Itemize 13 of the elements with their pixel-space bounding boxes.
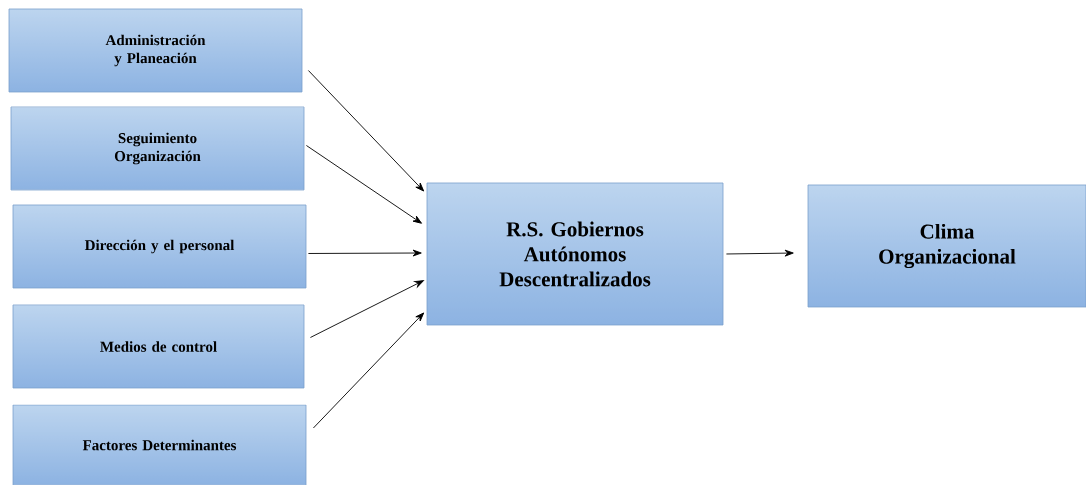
arrow [307, 249, 422, 257]
process-box: Factores Determinantes [12, 404, 307, 485]
arrow [309, 280, 424, 338]
process-box: Medios de control [12, 304, 305, 389]
process-box: Administración y Planeación [8, 8, 303, 93]
process-box: Dirección y el personal [12, 204, 307, 289]
process-box: Clima Organizacional [807, 184, 1086, 308]
arrow [307, 70, 425, 192]
process-box: Seguimiento Organización [10, 106, 305, 191]
arrow [305, 145, 422, 224]
arrow [312, 312, 425, 429]
arrow [725, 249, 794, 257]
process-box: R.S. Gobiernos Autónomos Descentralizados [426, 182, 724, 326]
